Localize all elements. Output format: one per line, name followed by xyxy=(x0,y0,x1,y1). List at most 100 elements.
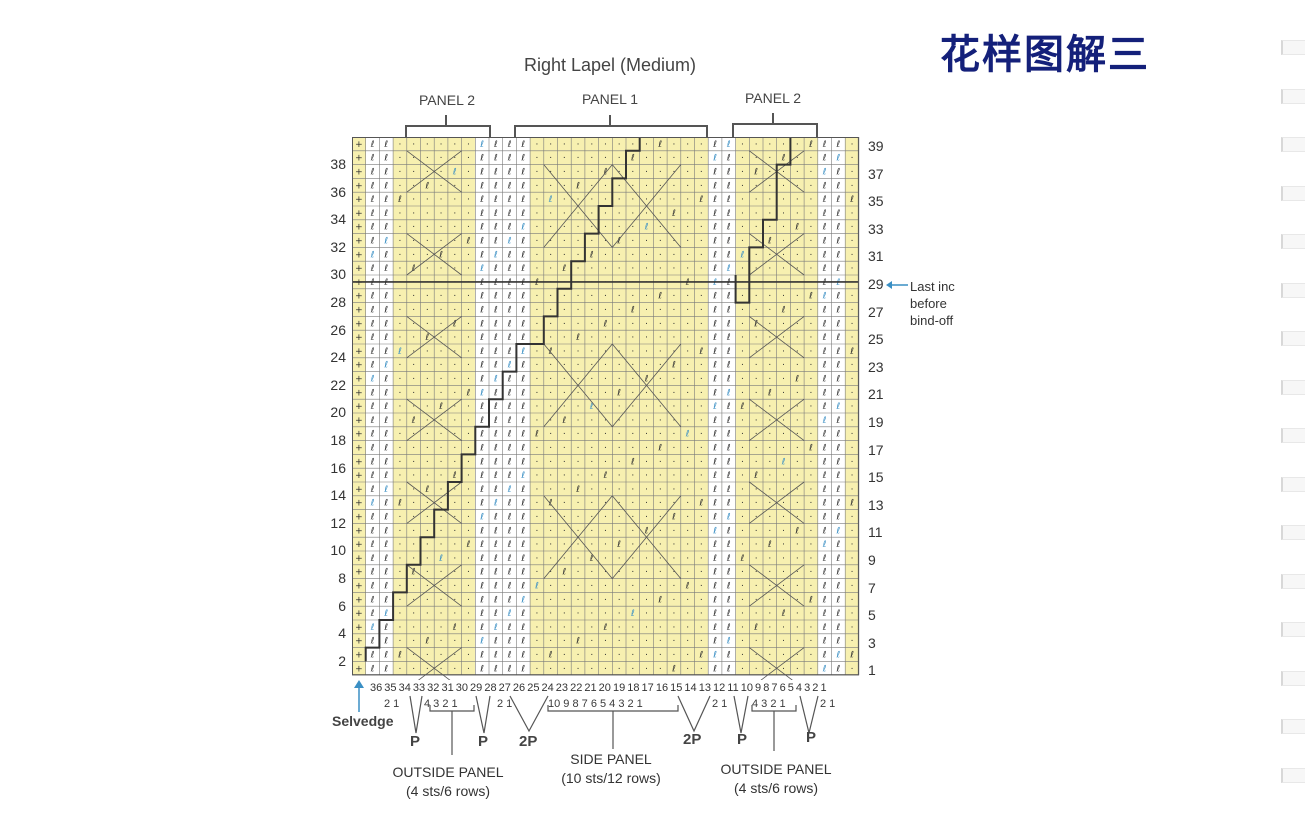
svg-text:ℓ: ℓ xyxy=(589,250,594,260)
svg-text:·: · xyxy=(453,375,456,385)
svg-text:+: + xyxy=(355,361,363,371)
svg-text:·: · xyxy=(741,347,744,357)
svg-text:·: · xyxy=(399,664,402,674)
svg-text:ℓ: ℓ xyxy=(493,554,498,564)
svg-text:·: · xyxy=(851,540,854,550)
svg-text:·: · xyxy=(755,154,758,164)
svg-text:·: · xyxy=(604,306,607,316)
svg-text:ℓ: ℓ xyxy=(726,168,731,178)
svg-text:ℓ: ℓ xyxy=(520,499,525,509)
svg-text:·: · xyxy=(453,250,456,260)
svg-text:·: · xyxy=(549,181,552,191)
svg-text:·: · xyxy=(673,609,676,619)
svg-text:·: · xyxy=(549,140,552,150)
svg-text:·: · xyxy=(604,485,607,495)
svg-text:·: · xyxy=(399,168,402,178)
right-row-number: 9 xyxy=(868,552,876,568)
svg-text:·: · xyxy=(782,513,785,523)
right-rib-count: 2 1 xyxy=(820,698,836,710)
svg-text:·: · xyxy=(590,140,593,150)
svg-text:ℓ: ℓ xyxy=(507,499,512,509)
svg-text:·: · xyxy=(563,278,566,288)
svg-text:·: · xyxy=(563,347,566,357)
svg-text:·: · xyxy=(768,181,771,191)
svg-text:·: · xyxy=(563,237,566,247)
svg-text:·: · xyxy=(412,181,415,191)
svg-text:·: · xyxy=(796,457,799,467)
svg-text:ℓ: ℓ xyxy=(726,319,731,329)
svg-text:·: · xyxy=(618,623,621,633)
svg-text:·: · xyxy=(741,513,744,523)
svg-text:·: · xyxy=(686,402,689,412)
svg-text:·: · xyxy=(755,554,758,564)
svg-text:·: · xyxy=(686,319,689,329)
svg-text:·: · xyxy=(590,430,593,440)
svg-text:·: · xyxy=(399,333,402,343)
svg-text:·: · xyxy=(618,651,621,661)
svg-text:·: · xyxy=(604,582,607,592)
svg-text:·: · xyxy=(577,278,580,288)
svg-text:ℓ: ℓ xyxy=(383,664,388,674)
svg-text:·: · xyxy=(590,154,593,164)
svg-text:·: · xyxy=(590,595,593,605)
svg-text:·: · xyxy=(631,582,634,592)
svg-text:·: · xyxy=(563,471,566,481)
svg-text:·: · xyxy=(700,457,703,467)
svg-text:·: · xyxy=(440,347,443,357)
svg-text:·: · xyxy=(631,526,634,536)
svg-text:·: · xyxy=(810,651,813,661)
svg-text:+: + xyxy=(355,430,363,440)
svg-text:·: · xyxy=(755,278,758,288)
svg-text:·: · xyxy=(741,540,744,550)
outside-panel-left-sub: (4 sts/6 rows) xyxy=(405,783,490,799)
svg-text:ℓ: ℓ xyxy=(726,292,731,302)
svg-text:·: · xyxy=(631,223,634,233)
svg-text:ℓ: ℓ xyxy=(781,306,786,316)
binder-hole xyxy=(1281,670,1305,686)
side-panel-count: 10 9 8 7 6 5 4 3 2 1 xyxy=(548,698,643,710)
svg-text:·: · xyxy=(755,402,758,412)
svg-text:ℓ: ℓ xyxy=(822,444,827,454)
svg-text:·: · xyxy=(851,264,854,274)
rib-column xyxy=(831,137,846,676)
svg-text:·: · xyxy=(700,375,703,385)
svg-text:·: · xyxy=(631,250,634,260)
svg-text:ℓ: ℓ xyxy=(685,278,690,288)
svg-text:·: · xyxy=(618,333,621,343)
svg-text:·: · xyxy=(768,416,771,426)
svg-text:·: · xyxy=(536,237,539,247)
svg-text:·: · xyxy=(426,457,429,467)
svg-text:ℓ: ℓ xyxy=(493,471,498,481)
svg-text:ℓ: ℓ xyxy=(520,168,525,178)
svg-text:·: · xyxy=(631,168,634,178)
svg-text:·: · xyxy=(851,375,854,385)
svg-text:·: · xyxy=(659,540,662,550)
svg-text:·: · xyxy=(440,471,443,481)
svg-text:·: · xyxy=(536,471,539,481)
svg-text:·: · xyxy=(768,430,771,440)
svg-text:+: + xyxy=(355,168,363,178)
svg-text:·: · xyxy=(399,623,402,633)
svg-text:·: · xyxy=(536,375,539,385)
note-line-1: Last inc xyxy=(910,279,955,294)
svg-text:·: · xyxy=(741,623,744,633)
svg-text:ℓ: ℓ xyxy=(397,347,402,357)
panel-2-right-label: PANEL 2 xyxy=(744,90,802,106)
svg-text:·: · xyxy=(549,375,552,385)
svg-text:ℓ: ℓ xyxy=(835,664,840,674)
svg-text:·: · xyxy=(399,485,402,495)
svg-text:·: · xyxy=(768,250,771,260)
svg-text:·: · xyxy=(412,250,415,260)
svg-text:·: · xyxy=(782,388,785,398)
svg-text:·: · xyxy=(618,526,621,536)
svg-text:·: · xyxy=(755,292,758,302)
svg-text:·: · xyxy=(851,237,854,247)
svg-text:·: · xyxy=(549,595,552,605)
svg-text:ℓ: ℓ xyxy=(520,154,525,164)
svg-text:ℓ: ℓ xyxy=(822,609,827,619)
svg-text:·: · xyxy=(645,595,648,605)
svg-text:·: · xyxy=(700,416,703,426)
left-row-number: 20 xyxy=(330,404,346,421)
svg-text:ℓ: ℓ xyxy=(603,471,608,481)
svg-text:·: · xyxy=(563,375,566,385)
